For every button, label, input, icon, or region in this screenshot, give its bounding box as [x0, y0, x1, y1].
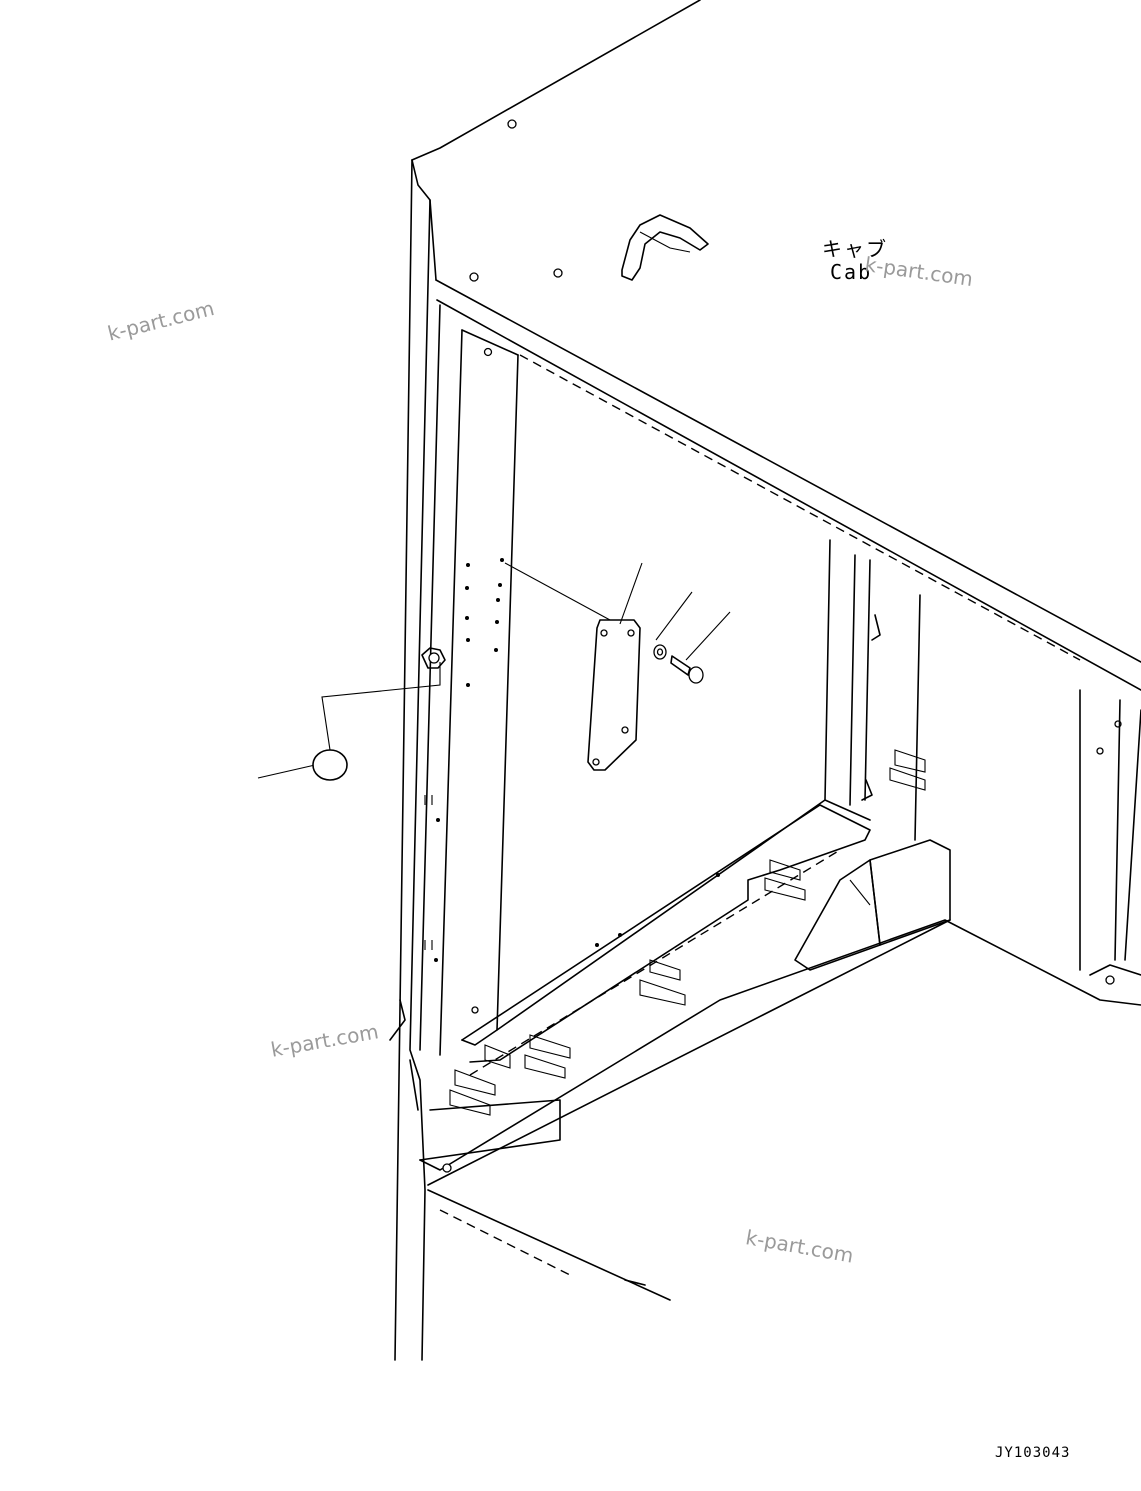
roof-handle-bracket — [621, 214, 709, 281]
air-duct — [794, 839, 951, 971]
washer — [653, 644, 667, 660]
reference-balloon — [312, 749, 348, 781]
pillar-mounting-holes — [424, 558, 504, 1014]
harness-clips — [449, 749, 926, 1116]
cab-roof-panel — [411, 0, 1141, 755]
cab-label-japanese: キャブ — [822, 237, 888, 261]
bolt — [670, 655, 704, 684]
drawing-code: JY103043 — [995, 1445, 1071, 1461]
door-latch-part — [421, 647, 446, 669]
cab-floor-structure — [419, 799, 1141, 1301]
left-door-pillar — [389, 159, 519, 1361]
leader-lines — [257, 562, 731, 779]
rear-frame-structure — [824, 539, 1141, 971]
cab-label-english: Cab — [830, 260, 873, 284]
exploded-mounting-plate — [587, 619, 641, 771]
